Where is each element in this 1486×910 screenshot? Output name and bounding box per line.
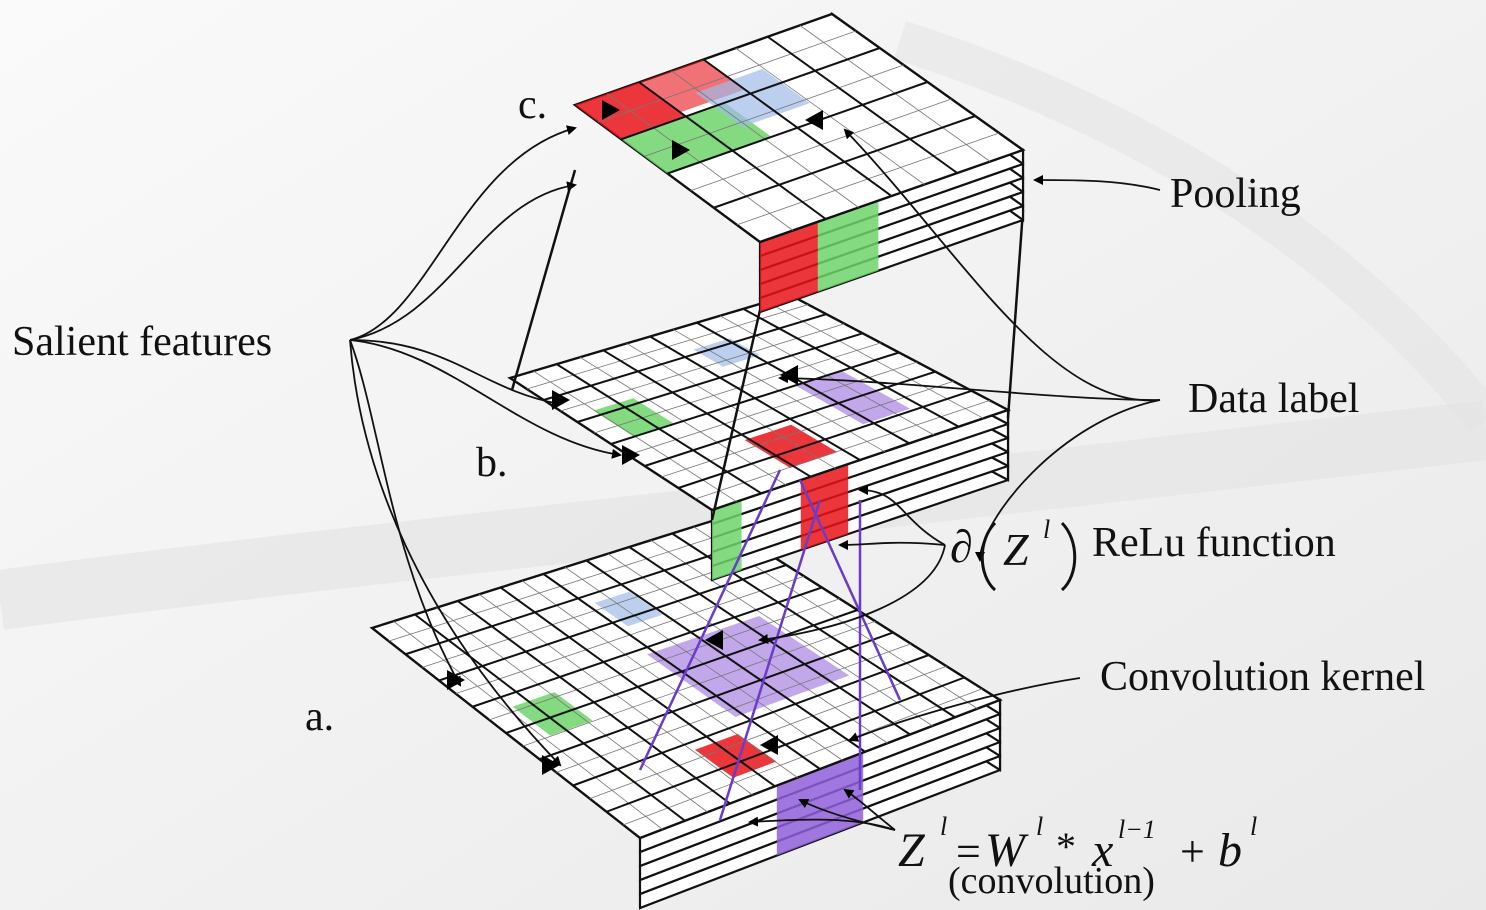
layer-a-grid [505, 609, 858, 734]
relu-paren-right [1060, 521, 1077, 592]
layer-c-edge-patch [817, 200, 879, 292]
relu-z: Z [1003, 524, 1029, 575]
salient-features-label: Salient features [12, 319, 272, 365]
conv-w: W [985, 824, 1029, 877]
layer-a-cell-patch [695, 734, 777, 778]
callout-arrow-line [843, 128, 1161, 402]
layer-c-edge-patch [760, 221, 818, 312]
connector-lines [510, 169, 1025, 821]
relu-function-label: ReLu function [1092, 520, 1336, 566]
conv-plus: + [1180, 827, 1205, 876]
conv-b: b [1218, 824, 1242, 877]
layer-b-letter: b. [476, 440, 508, 486]
patch-arrowhead [447, 670, 465, 690]
callout-arrow-line [843, 788, 896, 831]
patch-arrowhead [760, 735, 778, 755]
relu-z-superscript: l [1043, 515, 1050, 544]
layer-a-grid [628, 546, 911, 736]
patch-arrowhead [602, 100, 620, 120]
patch-arrowhead [552, 390, 570, 410]
callout-arrow-line [349, 339, 622, 459]
layer-c [572, 11, 1026, 314]
layer-c-top [572, 12, 1026, 244]
layer-a-grid [539, 631, 894, 761]
callout-arrow-line [349, 339, 461, 687]
callout-arrow-line [758, 544, 946, 644]
layer-b-cell-patch [693, 338, 760, 367]
callout-arrow-line [798, 799, 896, 831]
background-swirl-2 [893, 20, 1486, 433]
patch-arrowhead [672, 140, 690, 160]
conv-z: Z [898, 824, 926, 877]
kernel-connector-line [638, 469, 782, 771]
patch-arrowhead [705, 630, 723, 650]
callout-arrow-line [858, 485, 946, 546]
background-swirl [0, 400, 1486, 630]
convolution-note: (convolution) [948, 860, 1155, 902]
layer-a-cell-patch [512, 692, 593, 736]
patch-arrowhead [780, 365, 798, 385]
layer-b-grid [678, 389, 972, 489]
layer-c-letter: c. [518, 82, 547, 128]
convolution-formula: Z l = W l * x l−1 + b l (convolution) [898, 812, 1257, 902]
layer-b-edge-patch [712, 500, 742, 580]
layer-c-grid [713, 115, 976, 209]
patch-arrowhead [805, 110, 823, 130]
callout-arrow-line [349, 339, 562, 408]
conv-equals: = [956, 827, 981, 876]
conv-b-superscript: l [1250, 812, 1257, 841]
pooling-connector-line [710, 309, 762, 521]
conv-z-superscript: l [940, 812, 947, 841]
callout-arrow-line [838, 539, 946, 550]
conv-star: * [1056, 824, 1076, 869]
callout-arrow-line [778, 373, 1161, 401]
layer-c-grid [667, 81, 928, 175]
layer-a-top [369, 518, 1003, 840]
data-label-label: Data label [1188, 376, 1359, 422]
callout-arrow-line [349, 181, 577, 341]
patch-arrowhead [622, 445, 640, 465]
relu-partial-symbol: ∂ [950, 521, 973, 572]
layer-a [369, 518, 1003, 910]
pooling-connector-line [510, 169, 577, 391]
pooling-connector-line [1006, 209, 1025, 419]
conv-w-superscript: l [1036, 812, 1043, 841]
kernel-connector-line [718, 499, 822, 821]
layer-a-grid [585, 559, 866, 753]
layer-a-cell-patch [594, 591, 663, 627]
callout-arrow-line [848, 677, 1081, 742]
kernel-connector-line [798, 479, 902, 701]
layer-b-cell-patch [593, 398, 675, 437]
arrowheads [447, 100, 823, 775]
callout-arrow-line [349, 339, 562, 767]
layer-a-grid [606, 676, 965, 813]
conv-x-superscript: l−1 [1118, 815, 1156, 844]
layer-b-cell-patch [744, 424, 838, 468]
conv-x: x [1091, 824, 1113, 877]
layer-a-letter: a. [305, 694, 334, 740]
patch-arrowhead [542, 755, 560, 775]
relu-formula: ∂ Z l [950, 515, 1077, 592]
callout-arrow-line [1033, 175, 1161, 191]
convolution-kernel-label: Convolution kernel [1100, 654, 1425, 700]
layer-c-grid [767, 35, 958, 174]
callout-arrow-line [349, 125, 577, 341]
relu-paren-left [980, 521, 997, 592]
layer-b-edge-patch [800, 464, 849, 550]
pooling-label: Pooling [1170, 171, 1301, 217]
